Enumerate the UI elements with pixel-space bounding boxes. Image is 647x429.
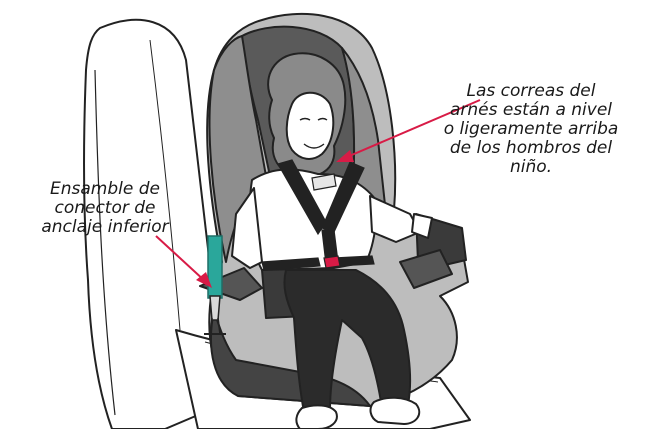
leader-line-anchor — [155, 235, 207, 283]
harness-callout-line-4: de los hombros del — [449, 138, 613, 158]
anchor-callout-line-1: Ensamble de — [50, 179, 160, 199]
leader-lines — [155, 99, 481, 288]
harness-callout-line-3: o ligeramente arriba — [443, 119, 619, 139]
harness-callout-line-5: niño. — [509, 157, 553, 177]
leader-line-harness — [339, 99, 481, 161]
harness — [261, 159, 375, 271]
lower-anchor-callout: Ensamble de conector de anclaje inferior — [20, 180, 190, 237]
harness-callout-line-2: arnés están a nivel — [449, 100, 613, 120]
lower-anchor-connector — [204, 235, 226, 335]
anchor-callout-line-3: anclaje inferior — [41, 217, 169, 237]
leader-arrowhead-harness — [336, 150, 354, 162]
harness-strap-callout: Las correas del arnés están a nivel o li… — [418, 82, 644, 177]
harness-callout-line-1: Las correas del — [466, 81, 596, 101]
anchor-callout-line-2: conector de — [54, 198, 156, 218]
leader-arrowhead-anchor — [196, 272, 212, 288]
child — [231, 52, 433, 429]
